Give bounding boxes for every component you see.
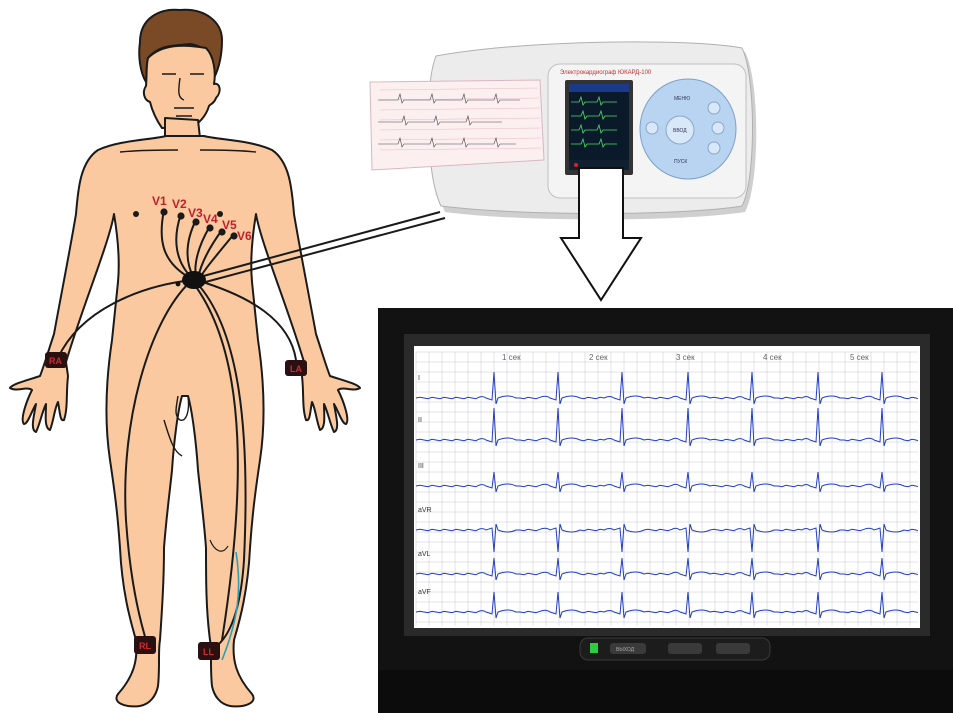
label-la: LA <box>290 364 302 374</box>
time-mark: 2 сек <box>589 353 608 362</box>
time-mark: 3 сек <box>676 353 695 362</box>
monitor-button[interactable] <box>668 643 702 654</box>
time-mark: 1 сек <box>502 353 521 362</box>
device-brand-text: Электрокардиограф ЮКАРД-100 <box>560 70 652 76</box>
lead-label: aVL <box>418 551 431 558</box>
device-paper-printout <box>370 80 544 170</box>
lead-label: aVR <box>418 507 432 514</box>
time-mark: 4 сек <box>763 353 782 362</box>
label-rl: RL <box>139 641 151 651</box>
device-keypad-up-label: МЕНЮ <box>674 96 690 102</box>
nipple-right <box>217 211 223 217</box>
electrode-hub <box>182 271 206 289</box>
monitor-button[interactable] <box>716 643 750 654</box>
label-v1: V1 <box>152 194 167 208</box>
lead-label: II <box>418 417 422 424</box>
label-v6: V6 <box>237 229 252 243</box>
label-ll: LL <box>203 647 214 657</box>
label-v5: V5 <box>222 218 237 232</box>
ecg-device: Электрокардиограф ЮКАРД-100 ВВОД МЕНЮ ПУ… <box>370 42 756 220</box>
label-v2: V2 <box>172 197 187 211</box>
device-heart-icon <box>574 163 578 167</box>
label-ra: RA <box>49 356 62 366</box>
hub-dot <box>176 282 181 287</box>
lead-label: aVF <box>418 589 431 596</box>
device-keypad-button[interactable] <box>646 122 658 134</box>
device-keypad-down-label: ПУСК <box>674 159 687 165</box>
nipple-left <box>133 211 139 217</box>
lead-label: I <box>418 375 420 382</box>
body-outline <box>10 136 360 706</box>
label-v4: V4 <box>203 212 218 226</box>
power-led-icon <box>590 643 598 653</box>
time-mark: 5 сек <box>850 353 869 362</box>
monitor-base-band <box>378 670 953 713</box>
device-keypad-button[interactable] <box>708 102 720 114</box>
device-keypad-button[interactable] <box>712 122 724 134</box>
device-screen-header <box>569 84 629 92</box>
device-keypad-enter-label: ВВОД <box>673 128 687 134</box>
monitor-exit-button-label: ВЫХОД <box>616 647 635 653</box>
label-v3: V3 <box>188 206 203 220</box>
lead-label: III <box>418 463 424 470</box>
device-keypad-button[interactable] <box>708 142 720 154</box>
